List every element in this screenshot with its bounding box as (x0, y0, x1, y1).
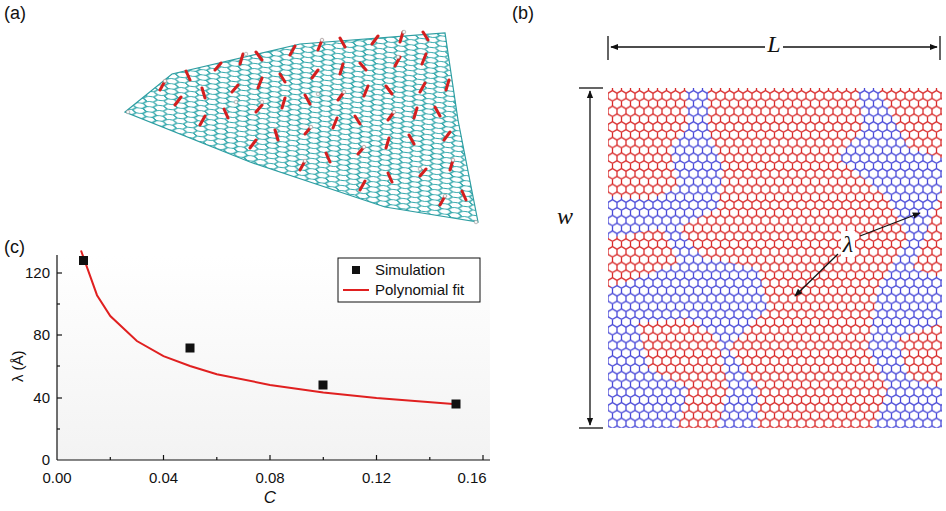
panel-label: (a) (4, 4, 26, 24)
dimension-label: L (765, 31, 782, 57)
lambda-chart (57, 251, 490, 461)
tick-label: 0.08 (255, 470, 284, 487)
tick-label: 0.00 (42, 470, 71, 487)
legend-text: Simulation (375, 262, 445, 279)
tick-label: 0.16 (457, 470, 486, 487)
tick-label: 0.12 (362, 470, 391, 487)
domain-lattice (608, 88, 942, 428)
legend-text: Polynomial fit (375, 282, 464, 299)
panel-label: (b) (512, 4, 534, 24)
axis-title: λ (Å) (10, 350, 27, 382)
tick-label: 80 (33, 327, 50, 344)
tick-label: 40 (33, 390, 50, 407)
tick-label: 120 (25, 265, 50, 282)
tick-label: 0.04 (149, 470, 178, 487)
tick-label: 0 (42, 452, 50, 469)
dimension-lines (579, 36, 940, 428)
axis-title: C (264, 489, 276, 508)
dimension-label: w (557, 203, 573, 229)
panel-label: (c) (4, 238, 25, 258)
graphene-oxide-sheet (125, 30, 478, 224)
length-label: λ (841, 231, 855, 257)
legend-line (343, 289, 369, 291)
legend-marker (352, 266, 360, 274)
